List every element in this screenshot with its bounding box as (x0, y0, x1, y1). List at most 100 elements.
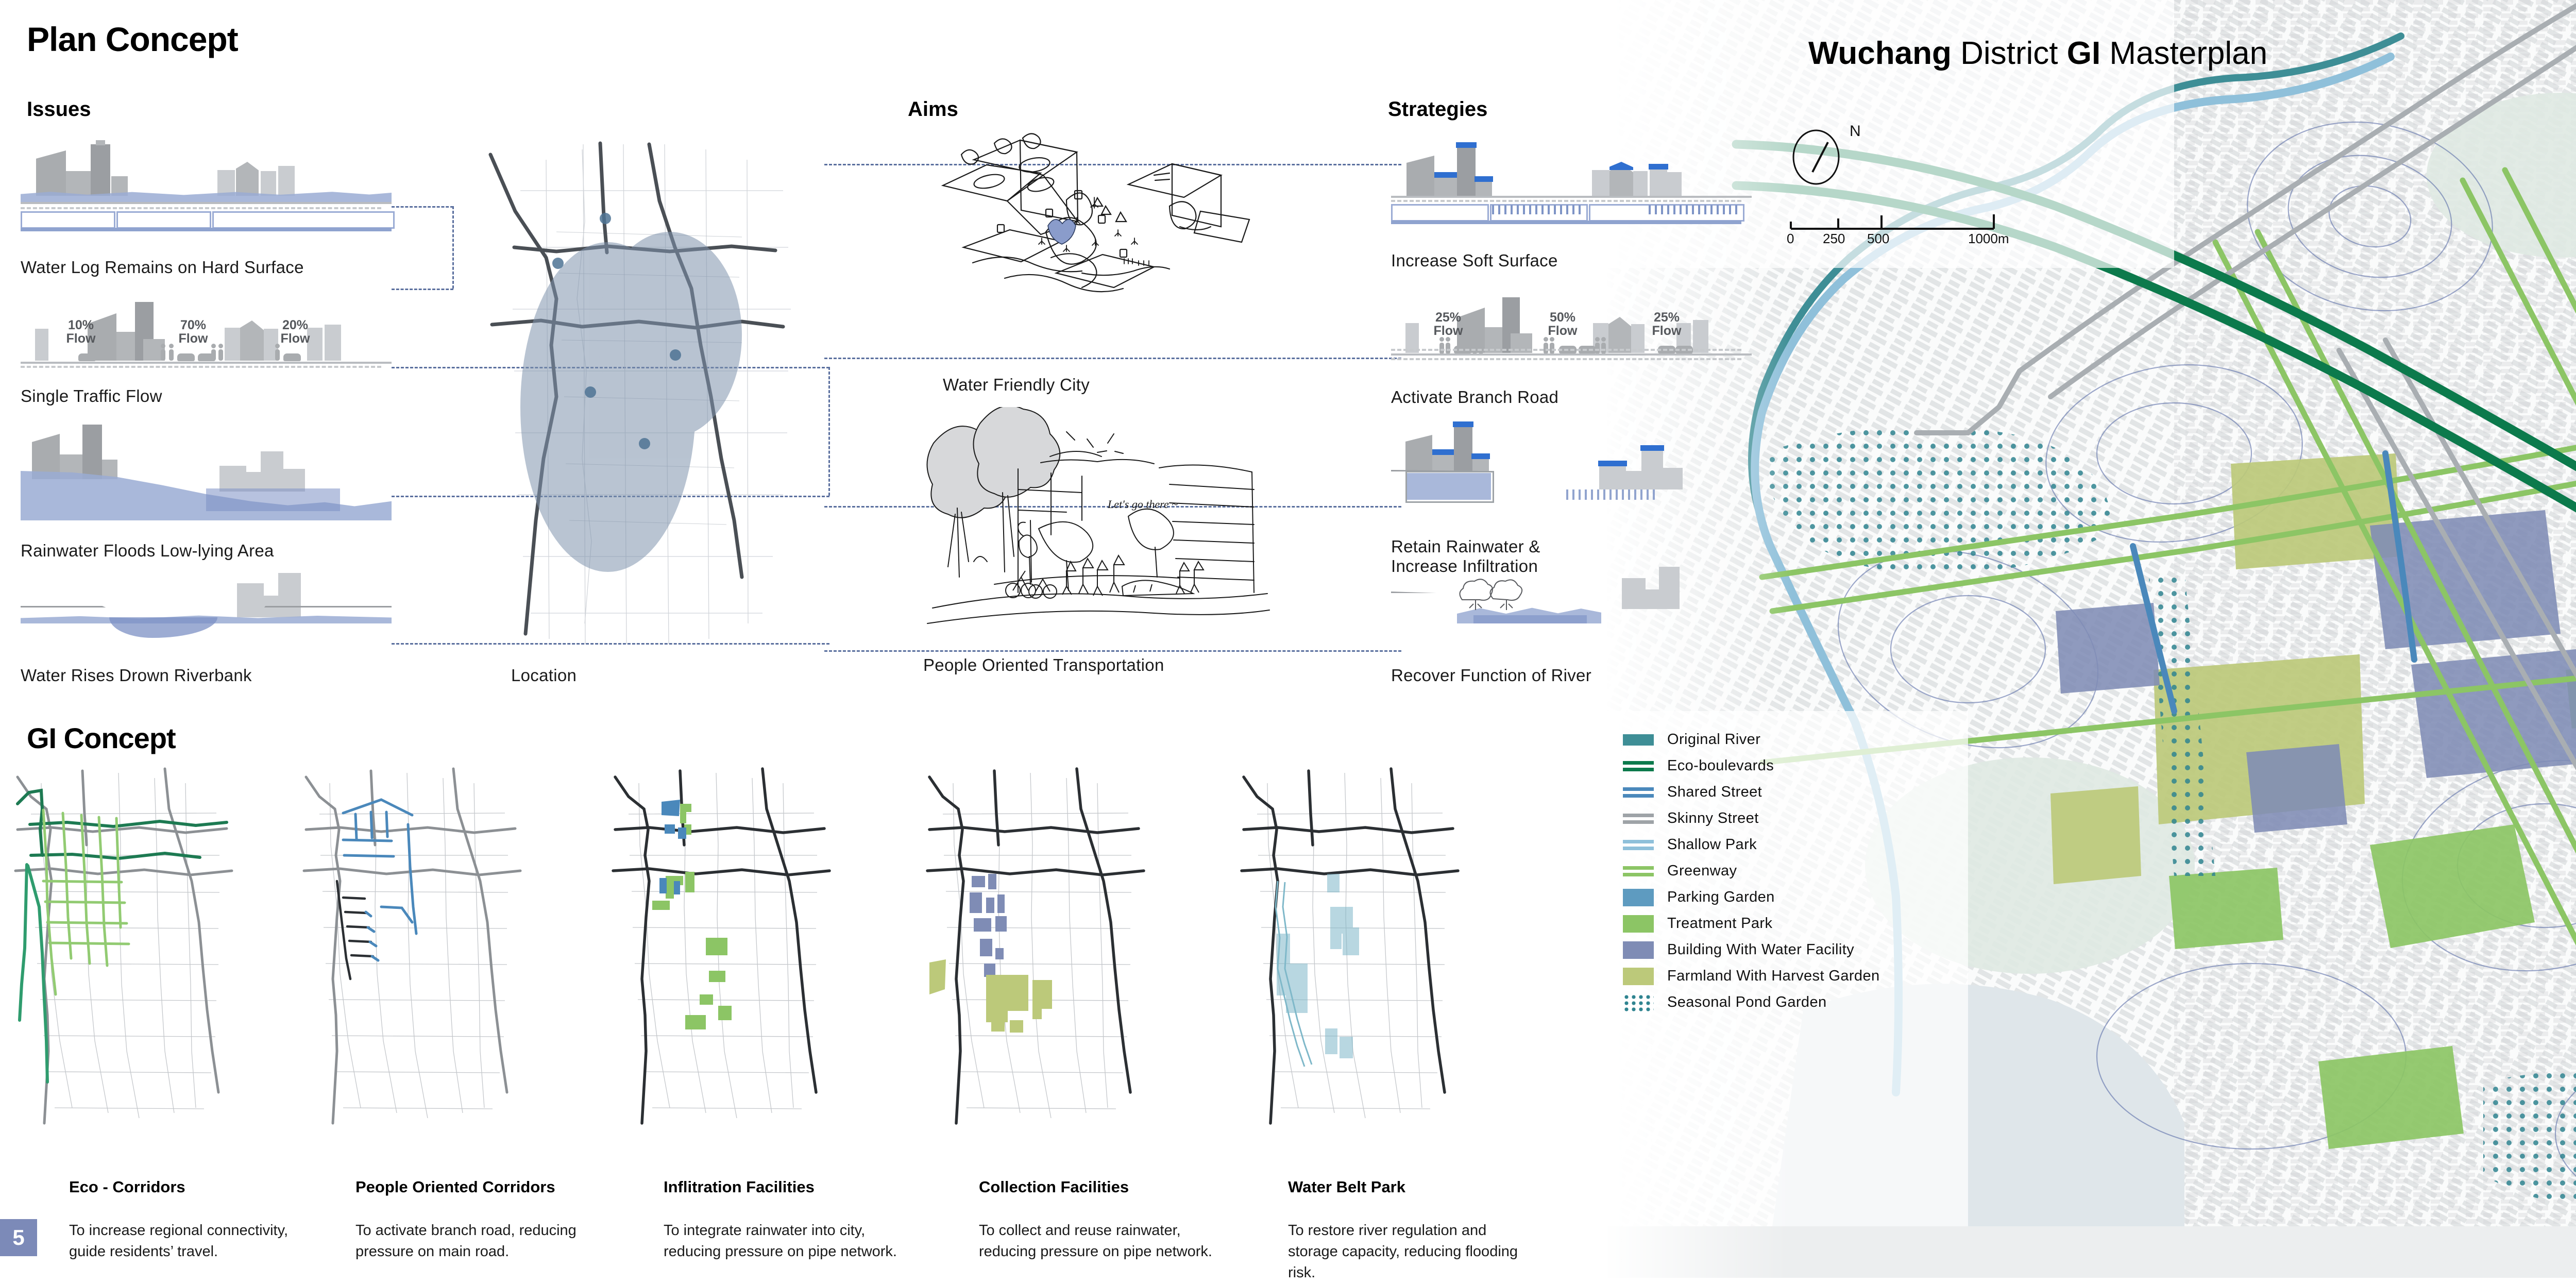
legend-item-eco-boulevards: Eco-boulevards (1607, 753, 1917, 779)
legend-item-original-river: Original River (1607, 727, 1917, 753)
connector-line (824, 506, 1401, 508)
section-heading-strategies: Strategies (1388, 98, 1488, 121)
issue-diagram-traffic: 10%Flow 70%Flow 20%Flow (21, 299, 392, 381)
legend-swatch-greenway (1623, 866, 1654, 876)
gi-map-infiltration-facilities (608, 752, 881, 1144)
strategy-flow-label-3: 25%Flow (1652, 310, 1682, 339)
connector-line (824, 164, 1401, 165)
legend-item-treatment-park: Treatment Park (1607, 910, 1917, 937)
location-map-svg (488, 141, 791, 645)
legend-label-eco-boulevards: Eco-boulevards (1667, 757, 1774, 774)
gi-card-desc-2: To activate branch road, reducing pressu… (355, 1222, 577, 1260)
gi-card-title-3: Inflitration Facilities (664, 1178, 815, 1196)
strategy-diagram-soft-surface (1391, 139, 1752, 242)
legend-label-parking-garden: Parking Garden (1667, 889, 1775, 905)
aim-sketch-water-friendly-city (912, 124, 1262, 366)
location-marker (639, 438, 650, 449)
gi-map-people-oriented-corridors (299, 752, 572, 1144)
legend-swatch-shared-street (1623, 787, 1654, 798)
issue-flow-label-3: 20%Flow (280, 318, 310, 346)
legend-item-parking-garden: Parking Garden (1607, 884, 1917, 910)
strategy-diagram-recover-river (1391, 562, 1752, 665)
gi-card-title-2: People Oriented Corridors (355, 1178, 555, 1196)
gi-card-title-5: Water Belt Park (1288, 1178, 1405, 1196)
legend-swatch-shallow-park (1623, 839, 1654, 850)
masterplan-title-part4: Masterplan (2100, 36, 2268, 71)
legend-swatch-eco-boulevards (1623, 761, 1654, 771)
compass-icon (1792, 129, 1840, 185)
aim-sketch-annotation: Let's go there ~ (1107, 498, 1178, 511)
legend-swatch-building-with-water-facility (1623, 941, 1654, 959)
scale-tick-500: 500 (1867, 231, 1890, 246)
gi-card-desc-1: To increase regional connectivity, guide… (69, 1222, 289, 1260)
location-marker (670, 349, 681, 361)
connector-line (392, 643, 829, 645)
left-panel: Plan Concept Issues Aims Strategies Wate… (0, 20, 1752, 1281)
legend-item-building-with-water-facility: Building With Water Facility (1607, 937, 1917, 963)
legend-label-seasonal-pond-garden: Seasonal Pond Garden (1667, 994, 1827, 1010)
location-map (453, 129, 814, 654)
legend-label-treatment-park: Treatment Park (1667, 915, 1773, 932)
section-heading-issues: Issues (27, 98, 91, 121)
location-caption: Location (511, 666, 577, 685)
compass-north-label: N (1850, 123, 1861, 140)
scale-bar (1790, 214, 1995, 230)
masterplan-title-part2: District (1951, 36, 2067, 71)
strategy-caption-2: Activate Branch Road (1391, 387, 1559, 407)
strategy-flow-label-1: 25%Flow (1433, 310, 1463, 339)
legend-item-shared-street: Shared Street (1607, 779, 1917, 805)
masterplan-panel: Wuchang District GI Masterplan N 0 250 5… (1607, 0, 2576, 1278)
legend-label-skinny-street: Skinny Street (1667, 810, 1759, 826)
page-title: Plan Concept (27, 20, 239, 58)
issue-caption-1: Water Log Remains on Hard Surface (21, 258, 304, 277)
issue-diagram-water-log (21, 139, 395, 242)
issue-caption-3: Rainwater Floods Low-lying Area (21, 541, 274, 560)
scale-tick-250: 250 (1823, 231, 1845, 246)
legend-label-shared-street: Shared Street (1667, 784, 1762, 800)
legend-swatch-parking-garden (1623, 888, 1654, 906)
strategy-caption-4: Recover Function of River (1391, 666, 1591, 685)
gi-card-desc-4: To collect and reuse rainwater, reducing… (979, 1222, 1212, 1260)
legend-item-skinny-street: Skinny Street (1607, 805, 1917, 832)
gi-map-eco-corridors (10, 752, 283, 1144)
connector-line (392, 206, 453, 208)
legend-swatch-skinny-street (1623, 813, 1654, 824)
legend-label-farmland-with-harvest-garden: Farmland With Harvest Garden (1667, 968, 1880, 984)
legend-label-greenway: Greenway (1667, 863, 1737, 879)
section-heading-gi-concept: GI Concept (27, 722, 176, 754)
connector-line (452, 206, 454, 289)
connector-line (824, 358, 1401, 359)
gi-card-desc-5: To restore river regulation and storage … (1288, 1222, 1518, 1281)
location-marker (585, 386, 596, 398)
issue-diagram-riverbank (21, 572, 392, 665)
connector-line (824, 650, 1401, 652)
legend-item-seasonal-pond-garden: Seasonal Pond Garden (1607, 989, 1917, 1016)
section-heading-aims: Aims (908, 98, 958, 121)
masterplan-title-part1: Wuchang (1808, 36, 1952, 71)
legend-item-farmland-with-harvest-garden: Farmland With Harvest Garden (1607, 963, 1917, 989)
scale-tick-0: 0 (1787, 231, 1794, 246)
gi-card-title-4: Collection Facilities (979, 1178, 1129, 1196)
page-number-left: 5 (0, 1219, 37, 1256)
legend-label-shallow-park: Shallow Park (1667, 836, 1757, 853)
location-marker (552, 258, 564, 269)
gi-card-desc-3: To integrate rainwater into city, reduci… (664, 1222, 897, 1260)
issue-diagram-flood (21, 423, 392, 536)
connector-line (828, 367, 830, 496)
legend-swatch-original-river (1623, 734, 1654, 746)
aim-caption-1: Water Friendly City (943, 375, 1090, 394)
legend-swatch-treatment-park (1623, 915, 1654, 933)
gi-map-water-belt-park (1236, 752, 1510, 1144)
strategy-caption-3: Retain Rainwater & Increase Infiltration (1391, 537, 1540, 576)
issue-caption-4: Water Rises Drown Riverbank (21, 666, 252, 685)
legend-swatch-farmland-with-harvest-garden (1623, 967, 1654, 985)
legend-item-greenway: Greenway (1607, 858, 1917, 884)
masterplan-title: Wuchang District GI Masterplan (1808, 35, 2267, 72)
issue-caption-2: Single Traffic Flow (21, 386, 162, 406)
legend-item-shallow-park: Shallow Park (1607, 832, 1917, 858)
scale-tick-1000: 1000m (1968, 231, 2009, 246)
masterplan-title-part3: GI (2066, 36, 2101, 71)
legend-label-building-with-water-facility: Building With Water Facility (1667, 941, 1855, 958)
gi-card-title-1: Eco - Corridors (69, 1178, 185, 1196)
strategy-diagram-retain-rainwater (1391, 417, 1752, 526)
